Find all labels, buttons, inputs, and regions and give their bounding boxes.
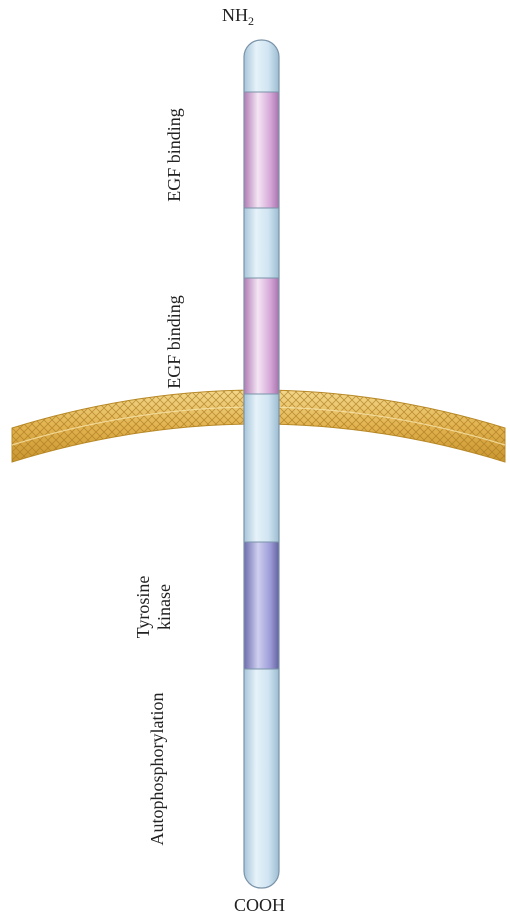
receptor-chain — [244, 40, 279, 888]
egf-binding-domain-2 — [244, 278, 279, 394]
n-terminus-subscript: 2 — [248, 14, 254, 28]
c-terminus-label: COOH — [234, 896, 285, 914]
egf-binding-domain-1 — [244, 92, 279, 208]
n-terminus-main: NH — [222, 5, 248, 25]
tyrosine-kinase-label-line1: Tyrosine — [133, 547, 154, 667]
egf-binding-label-1: EGF binding — [164, 70, 188, 240]
tyrosine-kinase-domain — [244, 542, 279, 669]
egf-binding-label-2: EGF binding — [164, 257, 188, 427]
tyrosine-kinase-label-line2: kinase — [154, 547, 175, 667]
n-terminus-label: NH2 — [222, 6, 254, 24]
tyrosine-kinase-label: Tyrosine kinase — [133, 547, 177, 667]
autophosphorylation-label: Autophosphorylation — [147, 654, 171, 884]
